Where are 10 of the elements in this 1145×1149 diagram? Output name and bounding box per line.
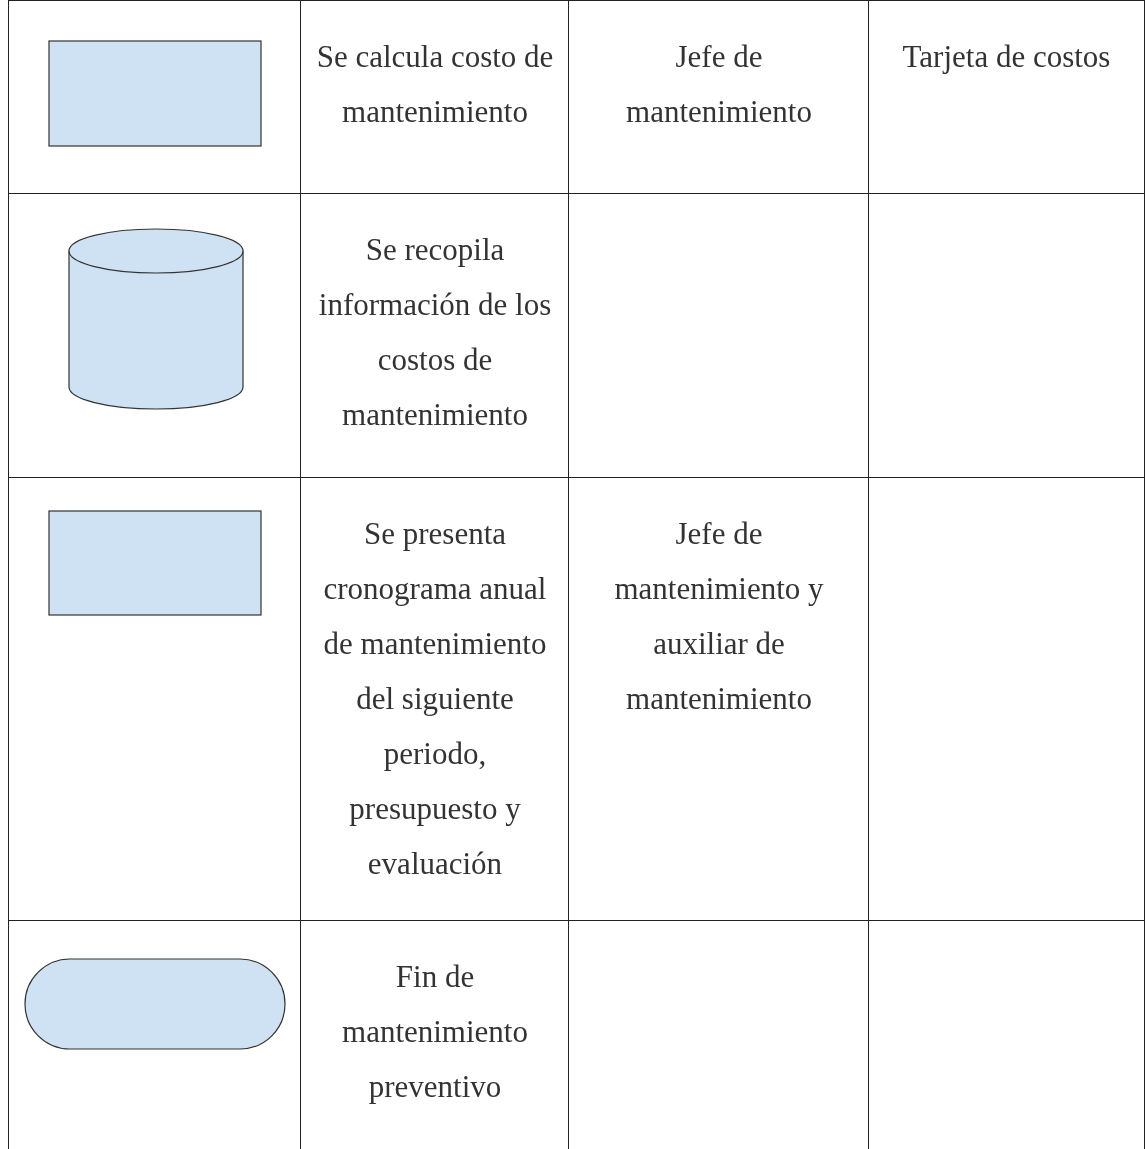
- database-cylinder: [69, 229, 243, 409]
- cell-text: Se recopila información de los costos de mantenimiento: [317, 231, 553, 434]
- cell-text: Se presenta cronograma anual de mantenimiento del siguiente periodo, presupuesto y evaluación: [322, 515, 548, 883]
- cell-text: Tarjeta de costos: [901, 38, 1112, 76]
- cell-text: Jefe de mantenimiento y auxiliar de mantenimiento: [613, 515, 825, 718]
- process-box: [49, 41, 261, 146]
- cell-text: Jefe de mantenimiento: [625, 38, 813, 131]
- process-box: [49, 511, 261, 615]
- cell-text: Se calcula costo de mantenimiento: [315, 38, 555, 131]
- cell-text: Fin de mantenimiento preventivo: [341, 958, 529, 1106]
